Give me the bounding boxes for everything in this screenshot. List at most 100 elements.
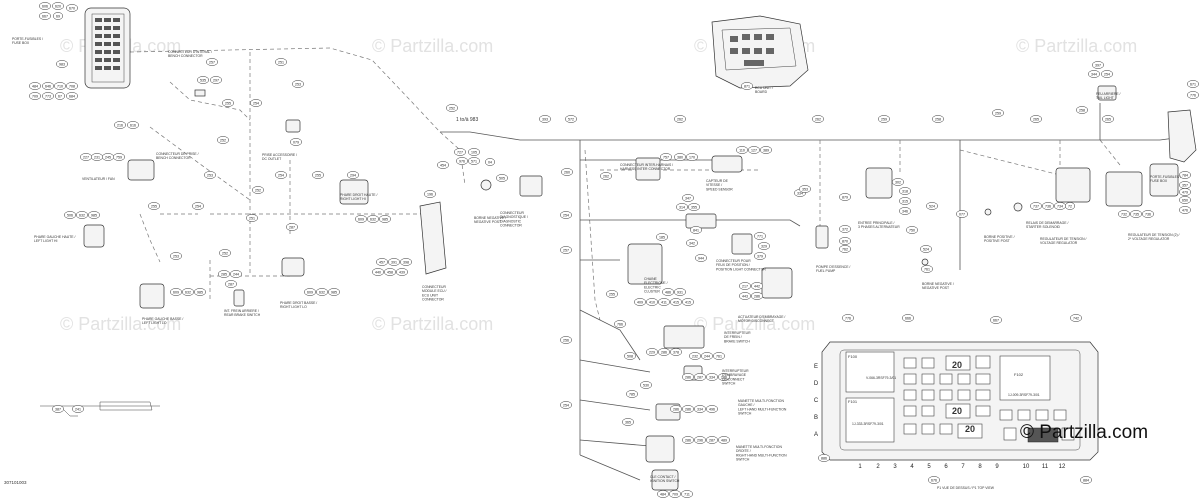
- callout-number: 302: [895, 180, 901, 184]
- part-callout: 229: [645, 348, 659, 356]
- callout-bubble: [659, 153, 673, 161]
- part-callout: 296: [693, 436, 707, 444]
- part-callout: 411: [657, 298, 671, 306]
- callout-bubble: [621, 418, 635, 426]
- callout-number: 286: [685, 438, 691, 442]
- part-callout: 484: [656, 490, 670, 498]
- callout-number: 666: [905, 316, 911, 320]
- callout-bubble: [738, 282, 752, 290]
- component-label-line: CONNECTOR: [500, 224, 522, 228]
- callout-bubble: [41, 82, 55, 90]
- part-callout: 67: [54, 92, 66, 100]
- part-callout: 232: [688, 352, 702, 360]
- part-callout: 379: [753, 252, 767, 260]
- grid-col-label: 7: [961, 464, 965, 470]
- grid-row-label: A: [814, 432, 818, 438]
- part-callout: 439: [395, 268, 409, 276]
- component-label-line: INT. FREIN ARRIERE /: [224, 309, 259, 313]
- callout-bubble: [750, 282, 764, 290]
- part-callout: 776: [1186, 91, 1200, 99]
- callout-number: 505: [499, 176, 505, 180]
- watermark: © Partzilla.com: [60, 314, 181, 334]
- component-label-line: PRISE ACCESSOIRE /: [262, 153, 297, 157]
- callout-number: 262: [815, 117, 821, 121]
- callout-number: 357: [1182, 183, 1188, 187]
- callout-bubble: [673, 115, 687, 123]
- callout-bubble: [484, 158, 496, 166]
- part-callout: 231: [90, 153, 104, 161]
- component-label-line: SPEED SENSOR: [706, 187, 733, 191]
- part-callout: 314: [675, 203, 689, 211]
- callout-bubble: [399, 258, 413, 266]
- part-callout: 372: [838, 225, 852, 233]
- watermark: © Partzilla.com: [372, 314, 493, 334]
- callout-number: 216: [117, 123, 123, 127]
- callout-bubble: [1186, 80, 1200, 88]
- part-callout: 458: [383, 268, 397, 276]
- callout-number: 757: [663, 155, 669, 159]
- callout-bubble: [717, 373, 731, 381]
- callout-bubble: [205, 58, 219, 66]
- callout-bubble: [989, 316, 1003, 324]
- alternator-3-phase: [865, 167, 893, 199]
- callout-bubble: [681, 436, 695, 444]
- callout-number: 334: [709, 375, 715, 379]
- component-label-line: MANETTE MULTI-FONCTION: [736, 445, 782, 449]
- callout-number: 287: [697, 375, 703, 379]
- callout-bubble: [841, 314, 855, 322]
- component-label-line: REGULATEUR DE TENSION /: [1040, 237, 1086, 241]
- callout-number: 442: [754, 284, 760, 288]
- callout-number: 256: [563, 338, 569, 342]
- callout-bubble: [1069, 314, 1083, 322]
- part-callout: 185: [655, 233, 669, 241]
- callout-number: 841: [693, 228, 699, 232]
- component-label-line: PHARE GAUCHE HAUTE /: [34, 235, 76, 239]
- component-label: CONNECTEUR D'INTERAL /BENCH CONNECTOR: [168, 50, 212, 58]
- callout-bubble: [217, 270, 231, 278]
- callout-bubble: [639, 381, 653, 389]
- callout-bubble: [289, 138, 303, 146]
- callout-bubble: [54, 92, 66, 100]
- callout-bubble: [538, 115, 552, 123]
- callout-number: 286: [685, 407, 691, 411]
- callout-bubble: [51, 405, 65, 413]
- callout-number: 344: [1091, 72, 1097, 76]
- part-callout: 609: [303, 288, 317, 296]
- callout-number: 254: [195, 204, 201, 208]
- part-callout: 785: [625, 390, 639, 398]
- part-callout: 985: [327, 288, 341, 296]
- component-label-line: CAPTEUR DE: [706, 179, 729, 183]
- callout-bubble: [559, 211, 573, 219]
- component-label-line: REAR BRAKE SWITCH: [224, 313, 261, 317]
- callout-number: 484: [660, 492, 666, 496]
- callout-number: 04: [488, 160, 492, 164]
- callout-bubble: [927, 476, 941, 484]
- component-label-line: ENTREE PRINCIPALE /: [858, 221, 895, 225]
- grid-col-label: 11: [1042, 464, 1049, 470]
- part-callout: 254: [191, 202, 205, 210]
- part-callout: 253: [203, 171, 217, 179]
- callout-bubble: [274, 58, 288, 66]
- part-callout: 265: [1101, 115, 1115, 123]
- callout-bubble: [559, 336, 573, 344]
- callout-bubble: [657, 348, 671, 356]
- ecu-unit-connector: [419, 201, 447, 275]
- part-callout: 871: [740, 82, 754, 90]
- fuse-rating: 20: [952, 406, 962, 416]
- callout-number: 67: [58, 94, 62, 98]
- part-callout: 257: [559, 246, 573, 254]
- callout-number: 365: [625, 420, 631, 424]
- callout-bubble: [689, 226, 703, 234]
- callout-number: 616: [130, 123, 136, 127]
- callout-bubble: [169, 252, 183, 260]
- part-callout: 409: [633, 298, 647, 306]
- component-label-line: CLUSTER: [644, 290, 660, 294]
- callout-number: 784: [1182, 173, 1188, 177]
- part-callout: 684: [65, 92, 79, 100]
- callout-bubble: [925, 202, 939, 210]
- component-label-line: ELECTRIQUE /: [644, 281, 668, 285]
- callout-number: 609: [307, 290, 313, 294]
- component-label-line: RIGHT LIGHT HI: [340, 197, 366, 201]
- part-callout: 759: [112, 153, 126, 161]
